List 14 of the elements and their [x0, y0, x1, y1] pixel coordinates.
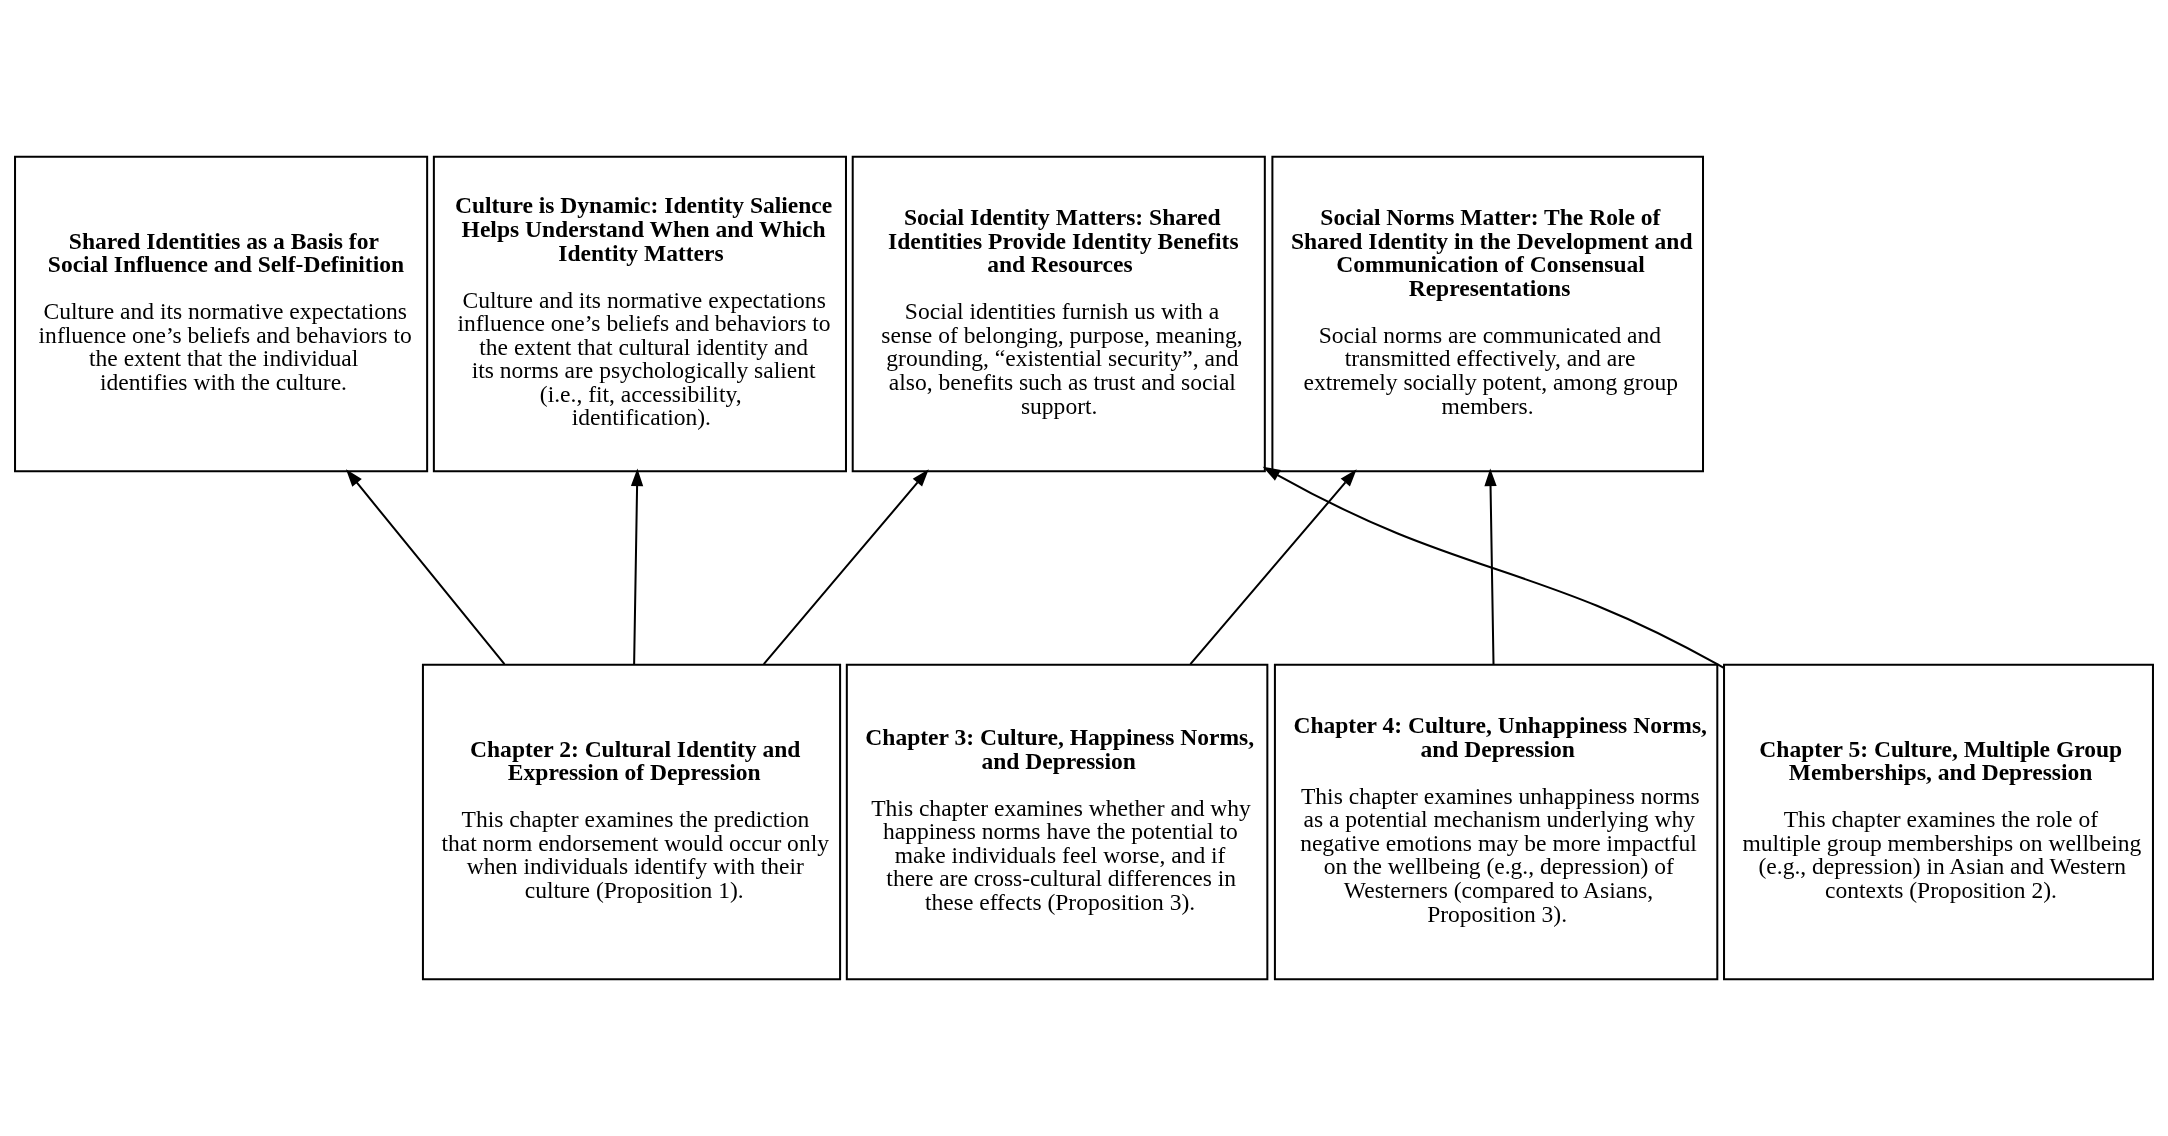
node-box: Chapter 5: Culture, Multiple Group Memberships, and Depression This chapter examines the role of multiple group memberships on wellbeing (e.g., depression) in Asian and Western contexts (Proposition 2). — [1723, 663, 2154, 981]
node-box: Chapter 4: Culture, Unhappiness Norms, and Depression This chapter examines unhappiness norms as a potential mechanism underlying why negative emotions may be more impactful on the wellbeing (e.g., depression) of Westerners (compared to Asians, Proposition 3). — [1273, 663, 1719, 981]
node-box: Chapter 3: Culture, Happiness Norms, and Depression This chapter examines whether and why happiness norms have the potential to make individuals feel worse, and if there are cross-cultural differences in these effects (Proposition 3). — [845, 663, 1269, 981]
node-box: Culture is Dynamic: Identity Salience Helps Understand When and Which Identity Matters Culture and its normative expectations influence one’s beliefs and behaviors to the extent that cultural identity and its norms are psychologically salient (i.e., fit, accessibility, identification). — [432, 155, 847, 473]
node-box: Chapter 2: Cultural Identity and Expression of Depression This chapter examines the prediction that norm endorsement would occur only when individuals identify with their culture (Proposition 1). — [421, 663, 842, 981]
arrow — [1484, 468, 1497, 665]
node-box: Social Norms Matter: The Role of Shared Identity in the Development and Communication of Consensual Representations Social norms are communicated and transmitted effectively, and are extremely socially potent, among group members. — [1271, 155, 1704, 473]
node-box: Social Identity Matters: Shared Identities Provide Identity Benefits and Resources Social identities furnish us with a sense of belonging, purpose, meaning, grounding, “existential security”, and also, benefits such as trust and social support. — [851, 155, 1266, 473]
node-box: Shared Identities as a Basis for Social Influence and Self-Definition Culture and its normative expectations influence one’s beliefs and behaviors to the extent that the individual identifies with the culture. — [14, 155, 429, 473]
arrow — [630, 468, 644, 665]
arrow — [1262, 466, 1725, 669]
arrow — [345, 469, 506, 665]
arrow — [763, 469, 929, 665]
arrow — [1189, 469, 1357, 665]
